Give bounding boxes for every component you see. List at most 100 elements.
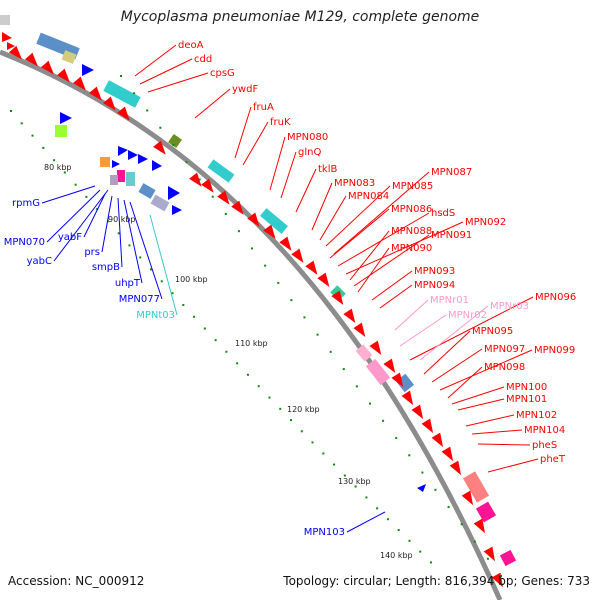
forward-gene-arrow bbox=[473, 518, 485, 534]
forward-gene-label: fruK bbox=[270, 117, 291, 128]
reverse-gene-label: MPN077 bbox=[119, 294, 160, 305]
rna-gene-label: MPNr03 bbox=[490, 301, 529, 312]
forward-gene-arrow bbox=[189, 172, 202, 187]
forward-gene-label: MPN098 bbox=[484, 362, 525, 373]
ruler-dot bbox=[430, 561, 432, 564]
ruler-dot bbox=[236, 362, 239, 365]
ruler-dot bbox=[117, 232, 120, 235]
forward-gene-arrow bbox=[369, 340, 382, 356]
ruler-dot bbox=[150, 268, 152, 271]
forward-gene-label: MPN100 bbox=[506, 382, 547, 393]
trna-label: MPNt03 bbox=[136, 310, 175, 321]
label-leaders bbox=[41, 44, 539, 533]
reverse-gene-label: yabF bbox=[58, 232, 82, 243]
ruler-dot bbox=[333, 463, 336, 466]
kbp-tick-label: 110 kbp bbox=[235, 339, 268, 348]
kbp-tick-label: 140 kbp bbox=[380, 551, 413, 560]
ruler-dot bbox=[10, 110, 12, 112]
kbp-tick-label: 130 kbp bbox=[338, 477, 371, 486]
forward-gene-label: MPN102 bbox=[516, 410, 557, 421]
forward-gene-arrow bbox=[441, 446, 454, 462]
rna-gene-label: MPNr02 bbox=[448, 310, 487, 321]
forward-gene-label: MPN087 bbox=[431, 167, 472, 178]
forward-gene-label: MPN097 bbox=[484, 344, 525, 355]
forward-gene-label: pheT bbox=[540, 454, 566, 465]
ruler-dot bbox=[343, 474, 346, 477]
forward-gene-label: ywdF bbox=[232, 84, 258, 95]
forward-gene-arrow bbox=[353, 322, 366, 338]
ruler-dot bbox=[419, 550, 422, 553]
reverse-gene-label: MPN070 bbox=[4, 237, 45, 248]
ruler-dot bbox=[300, 430, 303, 433]
ruler-dot bbox=[279, 407, 282, 410]
ruler-dot bbox=[365, 496, 368, 499]
forward-gene-label: MPN096 bbox=[535, 292, 576, 303]
forward-gene-arrow bbox=[103, 96, 116, 111]
rna-gene-label: MPNr01 bbox=[430, 295, 469, 306]
forward-gene-arrow bbox=[421, 418, 434, 434]
ruler-dot bbox=[421, 471, 424, 474]
ruler-dot bbox=[264, 264, 267, 267]
reverse-gene-label: uhpT bbox=[115, 278, 141, 289]
ruler-dot bbox=[368, 402, 371, 405]
reverse-gene-arrow bbox=[172, 205, 182, 215]
forward-gene-arrow bbox=[331, 290, 344, 305]
forward-gene-label: hsdS bbox=[431, 208, 455, 219]
forward-gene-label: glnQ bbox=[298, 147, 321, 158]
ruler-dot bbox=[139, 256, 142, 259]
forward-gene-arrow bbox=[231, 200, 244, 215]
ruler-dot bbox=[447, 506, 450, 509]
ruler-dot bbox=[42, 146, 45, 149]
kbp-tick-label: 80 kbp bbox=[44, 163, 72, 172]
ruler-dot bbox=[376, 507, 379, 510]
ruler-dot bbox=[182, 304, 185, 307]
forward-gene-arrow bbox=[153, 140, 166, 155]
forward-gene-track bbox=[8, 45, 503, 588]
forward-gene-label: cpsG bbox=[210, 68, 235, 79]
ruler-dot bbox=[311, 441, 314, 444]
forward-gene-arrow bbox=[8, 45, 23, 60]
forward-gene-label: MPN088 bbox=[391, 226, 432, 237]
ruler-dot bbox=[224, 212, 227, 215]
forward-gene-label: deoA bbox=[178, 40, 204, 51]
ruler-dot bbox=[133, 92, 136, 95]
ruler-dot bbox=[31, 134, 34, 137]
reverse-gene-arrow bbox=[128, 150, 138, 160]
ruler-dot bbox=[63, 171, 66, 174]
ruler-dot bbox=[397, 529, 400, 532]
reverse-gene-arrow bbox=[417, 484, 426, 492]
forward-gene-arrow bbox=[391, 372, 404, 388]
forward-gene-arrow bbox=[7, 42, 15, 50]
ruler-dot bbox=[257, 385, 260, 388]
page-title: Mycoplasma pneumoniae M129, complete gen… bbox=[120, 9, 480, 25]
forward-gene-label: MPN080 bbox=[287, 132, 328, 143]
forward-gene-arrow bbox=[217, 190, 230, 205]
forward-gene-arrow bbox=[461, 490, 474, 506]
forward-gene-label: pheS bbox=[532, 440, 557, 451]
reverse-gene-label: MPN103 bbox=[304, 527, 345, 538]
forward-gene-label: cdd bbox=[194, 54, 212, 65]
accession-label: Accession: NC_000912 bbox=[8, 574, 145, 588]
ruler-dot bbox=[237, 230, 240, 233]
ruler-dot bbox=[355, 385, 358, 388]
reverse-gene-track bbox=[60, 64, 426, 492]
forward-gene-arrow bbox=[411, 404, 424, 420]
ruler-dot bbox=[290, 419, 292, 422]
forward-gene-label: MPN083 bbox=[334, 178, 375, 189]
ruler-dot bbox=[277, 281, 280, 284]
forward-gene-arrow bbox=[56, 68, 70, 83]
ruler-dot bbox=[408, 454, 411, 457]
forward-gene-arrow bbox=[305, 260, 318, 275]
forward-gene-label: MPN099 bbox=[534, 345, 575, 356]
forward-gene-arrow bbox=[40, 60, 54, 75]
ruler-dot bbox=[160, 280, 163, 283]
reverse-gene-label: prs bbox=[84, 247, 100, 258]
forward-gene-arrow bbox=[73, 76, 86, 91]
forward-gene-arrow bbox=[263, 224, 276, 239]
forward-gene-arrow bbox=[401, 390, 414, 406]
genome-backbone bbox=[0, 49, 503, 600]
reverse-gene-arrow bbox=[118, 146, 128, 156]
forward-gene-arrow bbox=[201, 178, 214, 193]
ruler-dot bbox=[486, 557, 489, 560]
